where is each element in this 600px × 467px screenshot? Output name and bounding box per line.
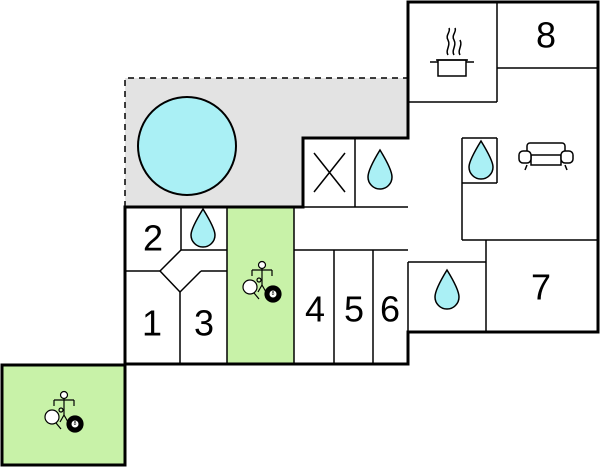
table-tennis-foosball-billiards-icon	[242, 260, 282, 303]
swimming-pool	[137, 96, 237, 196]
interior-walls	[125, 2, 598, 364]
sofa-icon	[518, 142, 574, 171]
water-drop-icon	[468, 139, 494, 180]
toilet-x-icon	[313, 152, 346, 193]
billiard-ball-number: 8	[272, 291, 275, 297]
room-label-4: 4	[305, 289, 325, 330]
water-drop-icon	[434, 268, 460, 310]
room-label-6: 6	[380, 289, 400, 330]
water-drop-icon	[190, 207, 216, 248]
room-label-2: 2	[143, 218, 163, 259]
room-label-7: 7	[531, 267, 551, 308]
room-label-5: 5	[344, 289, 364, 330]
water-drop-icon	[367, 148, 393, 190]
game-room-outdoor	[0, 363, 127, 467]
outer-walls	[123, 0, 600, 366]
room-label-8: 8	[536, 15, 556, 56]
room-label-3: 3	[194, 303, 214, 344]
table-tennis-foosball-billiards-icon	[44, 390, 84, 433]
game-room-middle	[227, 207, 294, 363]
room-label-1: 1	[142, 303, 162, 344]
billiard-ball-number: 8	[74, 421, 77, 427]
cooking-pot-icon	[430, 27, 474, 77]
